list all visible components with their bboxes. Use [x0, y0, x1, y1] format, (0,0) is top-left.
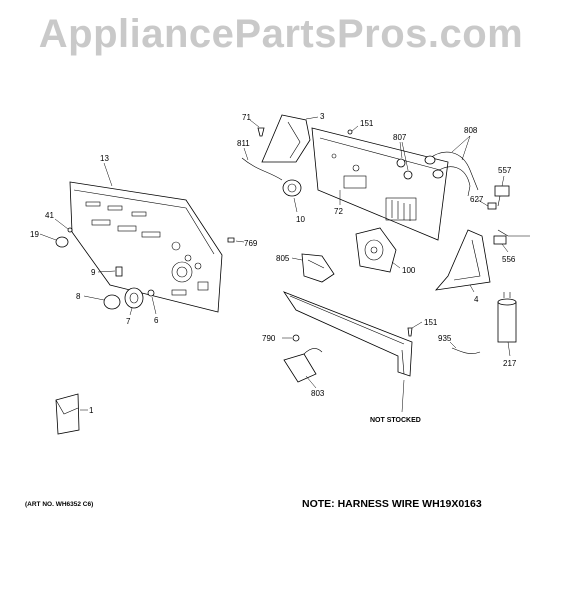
callout-72: 72	[334, 207, 343, 216]
bracket-part	[261, 114, 311, 163]
callout-4: 4	[474, 295, 479, 304]
switch-parts	[103, 266, 155, 310]
screw-part	[257, 127, 265, 137]
callout-805: 805	[276, 254, 290, 263]
callout-769: 769	[244, 239, 258, 248]
callout-41: 41	[45, 211, 54, 220]
valve-part	[487, 185, 510, 210]
callout-1: 1	[89, 406, 94, 415]
callout-10: 10	[296, 215, 305, 224]
callout-6: 6	[154, 316, 159, 325]
timer-part	[355, 227, 397, 273]
inlet-hose-parts	[396, 151, 479, 197]
callout-803: 803	[311, 389, 325, 398]
manual-booklet-part	[55, 393, 80, 435]
callout-151-lower: 151	[424, 318, 438, 327]
callout-556: 556	[502, 255, 516, 264]
wire-part	[451, 347, 481, 354]
pressure-switch-part	[282, 179, 302, 197]
art-number: (ART NO. WH6352 C6)	[25, 501, 93, 508]
callout-100: 100	[402, 266, 416, 275]
capacitor-part	[497, 292, 517, 343]
callout-9: 9	[91, 268, 96, 277]
clip-part	[292, 334, 300, 342]
callout-71: 71	[242, 113, 251, 122]
callout-811: 811	[237, 139, 250, 148]
callout-8: 8	[76, 292, 81, 301]
harness-note: NOTE: HARNESS WIRE WH19X0163	[302, 498, 482, 510]
control-board-part	[283, 348, 323, 383]
hose-part	[241, 157, 283, 181]
backsplash-panel-part	[311, 127, 449, 241]
callout-151-top: 151	[360, 119, 374, 128]
control-base-part	[282, 291, 413, 377]
callout-13: 13	[100, 154, 109, 163]
control-panel-part	[69, 181, 223, 313]
watermark: AppliancePartsPros.com	[38, 12, 524, 56]
switch-assembly-part	[301, 253, 335, 283]
callout-7: 7	[126, 317, 131, 326]
screw-part	[407, 327, 413, 337]
callout-807: 807	[393, 133, 407, 142]
callout-790: 790	[262, 334, 276, 343]
callout-3: 3	[320, 112, 325, 121]
callout-935: 935	[438, 334, 452, 343]
callout-19: 19	[30, 230, 39, 239]
callout-557: 557	[498, 166, 512, 175]
callout-808: 808	[464, 126, 478, 135]
connector-part	[493, 229, 530, 245]
end-cap-part	[434, 229, 491, 291]
clip-part	[227, 237, 235, 243]
callout-627: 627	[470, 195, 484, 204]
not-stocked-label: NOT STOCKED	[370, 417, 421, 424]
knob-part	[55, 227, 73, 248]
screw-part	[347, 129, 353, 135]
callout-217: 217	[503, 359, 517, 368]
